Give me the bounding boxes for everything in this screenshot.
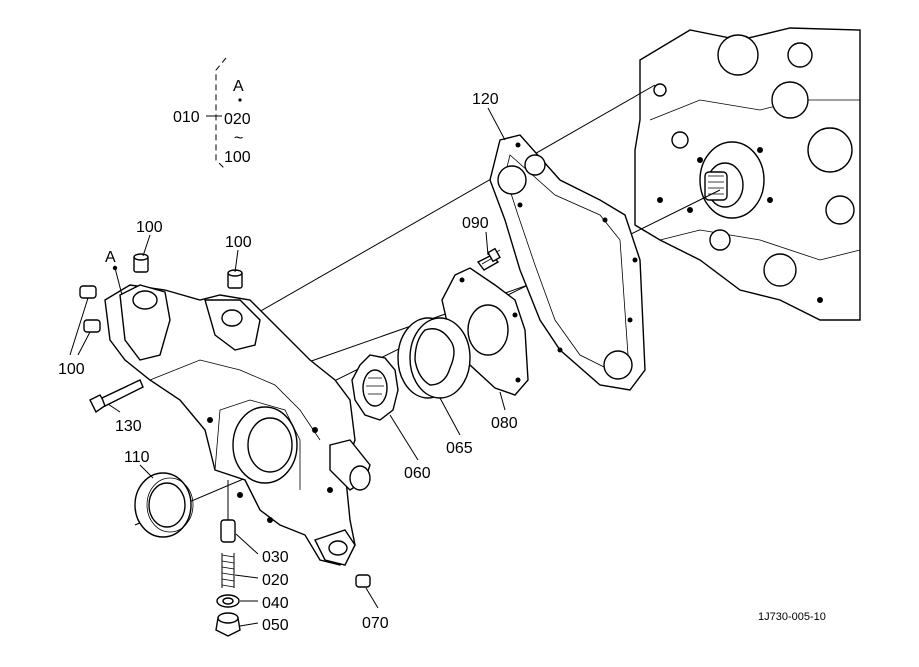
label-100-top: 100 <box>224 149 251 166</box>
figure-code: 1J730-005-10 <box>758 611 826 623</box>
label-130: 130 <box>115 418 142 435</box>
label-020: 020 <box>262 572 289 589</box>
spring-020 <box>221 553 235 588</box>
label-120: 120 <box>472 91 499 108</box>
label-065: 065 <box>446 440 473 457</box>
plug-050 <box>215 612 241 637</box>
label-100-a: 100 <box>136 219 163 236</box>
plug-100-c <box>79 265 118 333</box>
plug-100-a <box>133 253 149 273</box>
label-040: 040 <box>262 595 289 612</box>
bolt-090 <box>476 247 501 271</box>
oil-seal-110 <box>134 472 194 538</box>
label-050: 050 <box>262 617 289 634</box>
plate-080 <box>441 267 529 396</box>
engine-block <box>634 27 861 321</box>
label-a-top: A <box>233 78 244 95</box>
label-110: 110 <box>124 449 150 466</box>
label-090: 090 <box>462 215 489 232</box>
bolt-130 <box>89 379 144 414</box>
gasket-120 <box>489 134 646 391</box>
label-a-left: A <box>105 249 116 266</box>
gear-case <box>104 284 371 566</box>
plug-070 <box>355 574 371 588</box>
label-020-top: 020 <box>224 111 251 128</box>
relief-valve-030 <box>220 519 236 543</box>
label-070: 070 <box>362 615 389 632</box>
label-060: 060 <box>404 465 431 482</box>
label-100-b: 100 <box>225 234 252 251</box>
leader-lines <box>69 107 506 627</box>
inner-rotor-060 <box>351 354 399 421</box>
washer-040 <box>216 594 240 608</box>
label-080: 080 <box>491 415 518 432</box>
label-tilde: ~ <box>234 130 243 147</box>
label-030: 030 <box>262 549 289 566</box>
plug-100-b <box>227 269 243 289</box>
label-100-c: 100 <box>58 361 85 378</box>
outer-rotor-065 <box>397 317 471 399</box>
label-010: 010 <box>173 109 200 126</box>
legend-bracket <box>206 57 242 171</box>
